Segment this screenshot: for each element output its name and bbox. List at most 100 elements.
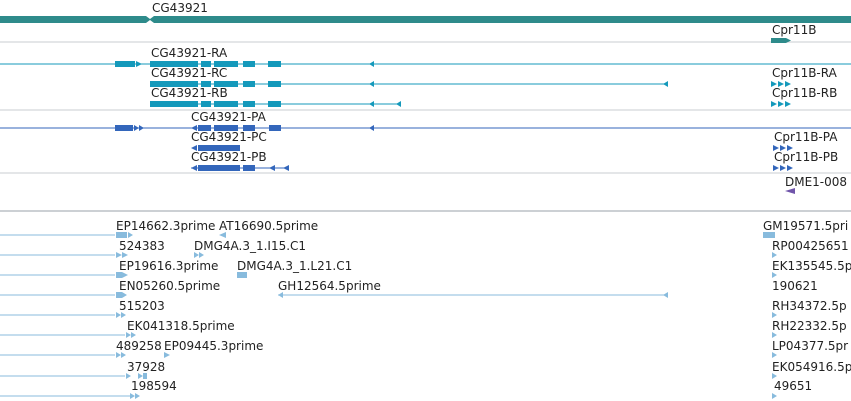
est-feature[interactable]: EP14662.3prime (116, 219, 215, 238)
est-block (772, 272, 777, 278)
est-feature[interactable]: 524383 (116, 239, 165, 258)
est-label: LP04377.5pr (772, 339, 848, 353)
est-block (138, 373, 143, 379)
transcript-CG43921-PB[interactable]: CG43921-PB (191, 150, 289, 171)
est-label: EK041318.5prime (127, 319, 235, 333)
exon (191, 165, 197, 171)
est-block (126, 373, 131, 379)
est-label: RH34372.5p (772, 299, 847, 313)
transcript-CG43921-PA[interactable]: CG43921-PA (0, 110, 851, 131)
transcript-track-protein: CG43921-PA CG43921-PC CG43921-PB (0, 110, 851, 174)
est-feature[interactable]: GM19571.5pri (763, 219, 848, 238)
exon (785, 81, 791, 87)
exon (663, 81, 668, 87)
est-feature[interactable]: EP09445.3prime (164, 339, 263, 358)
est-feature[interactable]: LP04377.5pr (772, 339, 848, 358)
est-feature[interactable]: 190621 (772, 279, 818, 293)
rna-label: DME1-008 (785, 175, 847, 189)
exon (396, 101, 401, 107)
gene-bar[interactable] (0, 16, 851, 23)
est-label: EK135545.5p (772, 259, 851, 273)
est-feature[interactable]: GH12564.5prime (278, 279, 668, 298)
exon (191, 125, 197, 131)
est-feature[interactable]: DMG4A.3_1.L21.C1 (237, 259, 352, 278)
est-feature[interactable]: EK041318.5prime (126, 319, 235, 338)
est-block (663, 292, 668, 298)
gene-arrow[interactable] (771, 38, 791, 43)
est-feature[interactable]: 515203 (116, 299, 165, 318)
est-feature[interactable]: EK054916.5p (772, 360, 851, 379)
est-block (237, 272, 247, 278)
transcript-Cpr11B-RA[interactable]: Cpr11B-RA (771, 66, 838, 87)
exon (283, 165, 289, 171)
exon (198, 125, 211, 131)
exon (269, 165, 275, 171)
exon (785, 101, 791, 107)
transcript-Cpr11B-PB[interactable]: Cpr11B-PB (773, 150, 838, 171)
exon (369, 125, 374, 131)
transcript-Cpr11B-PA[interactable]: Cpr11B-PA (773, 130, 838, 151)
exon (369, 81, 374, 87)
exon (214, 101, 238, 107)
transcript-label: Cpr11B-RA (772, 66, 838, 80)
est-block (122, 272, 128, 278)
est-feature[interactable]: EN05260.5prime (116, 279, 220, 298)
transcript-CG43921-RA[interactable]: CG43921-RA (0, 46, 851, 67)
est-block (219, 232, 226, 238)
exon (115, 125, 133, 131)
gene-track: CG43921 Cpr11B (0, 1, 851, 43)
est-label: EN05260.5prime (119, 279, 220, 293)
est-label: EP14662.3prime (116, 219, 215, 233)
exon (771, 101, 777, 107)
gene-feature-CG43921[interactable]: CG43921 (0, 1, 851, 23)
exon (778, 101, 784, 107)
rna-feature-DME1-008[interactable]: DME1-008 (785, 175, 847, 194)
transcript-CG43921-RB[interactable]: CG43921-RB (150, 86, 401, 107)
transcript-CG43921-PC[interactable]: CG43921-PC (191, 130, 267, 151)
exon (134, 125, 139, 131)
transcript-label: CG43921-RC (151, 66, 227, 80)
exon (150, 81, 198, 87)
est-block (116, 272, 122, 278)
est-feature[interactable]: RH22332.5p (772, 319, 847, 338)
est-feature[interactable]: RP00425651 (772, 239, 849, 258)
est-label: EP09445.3prime (164, 339, 263, 353)
est-label: 524383 (119, 239, 165, 253)
est-block (128, 232, 133, 238)
transcript-label: CG43921-RB (151, 86, 228, 100)
est-label: DMG4A.3_1.L21.C1 (237, 259, 352, 273)
est-block (116, 292, 122, 298)
exon (369, 61, 374, 67)
transcript-Cpr11B-RB[interactable]: Cpr11B-RB (771, 86, 837, 107)
exon (198, 145, 240, 151)
est-feature[interactable]: 489258 (116, 339, 162, 358)
est-block (143, 373, 147, 379)
est-block (116, 312, 121, 318)
est-block (131, 332, 136, 338)
exon (191, 145, 197, 151)
est-feature[interactable]: EP19616.3prime (116, 259, 218, 278)
exon (773, 145, 779, 151)
est-block (135, 393, 140, 399)
est-feature[interactable]: RH34372.5p (772, 299, 847, 318)
est-feature[interactable]: 37928 (126, 360, 165, 379)
est-block (763, 232, 775, 238)
exon (201, 101, 211, 107)
transcript-label: CG43921-PC (191, 130, 267, 144)
transcript-CG43921-RC[interactable]: CG43921-RC (150, 66, 668, 87)
gene-feature-Cpr11B[interactable]: Cpr11B (771, 23, 816, 43)
est-feature[interactable]: 49651 (772, 379, 812, 399)
est-block (164, 352, 170, 358)
est-block (126, 332, 131, 338)
est-label: EK054916.5p (772, 360, 851, 374)
est-feature[interactable]: AT16690.5prime (219, 219, 318, 238)
est-feature[interactable]: DMG4A.3_1.I15.C1 (194, 239, 306, 258)
exon (201, 61, 211, 67)
est-label: 489258 (116, 339, 162, 353)
est-block (194, 252, 199, 258)
est-feature[interactable]: EK135545.5p (772, 259, 851, 278)
exon (787, 145, 793, 151)
est-feature[interactable]: 198594 (130, 379, 177, 399)
exon (787, 165, 793, 171)
est-label: 37928 (127, 360, 165, 374)
